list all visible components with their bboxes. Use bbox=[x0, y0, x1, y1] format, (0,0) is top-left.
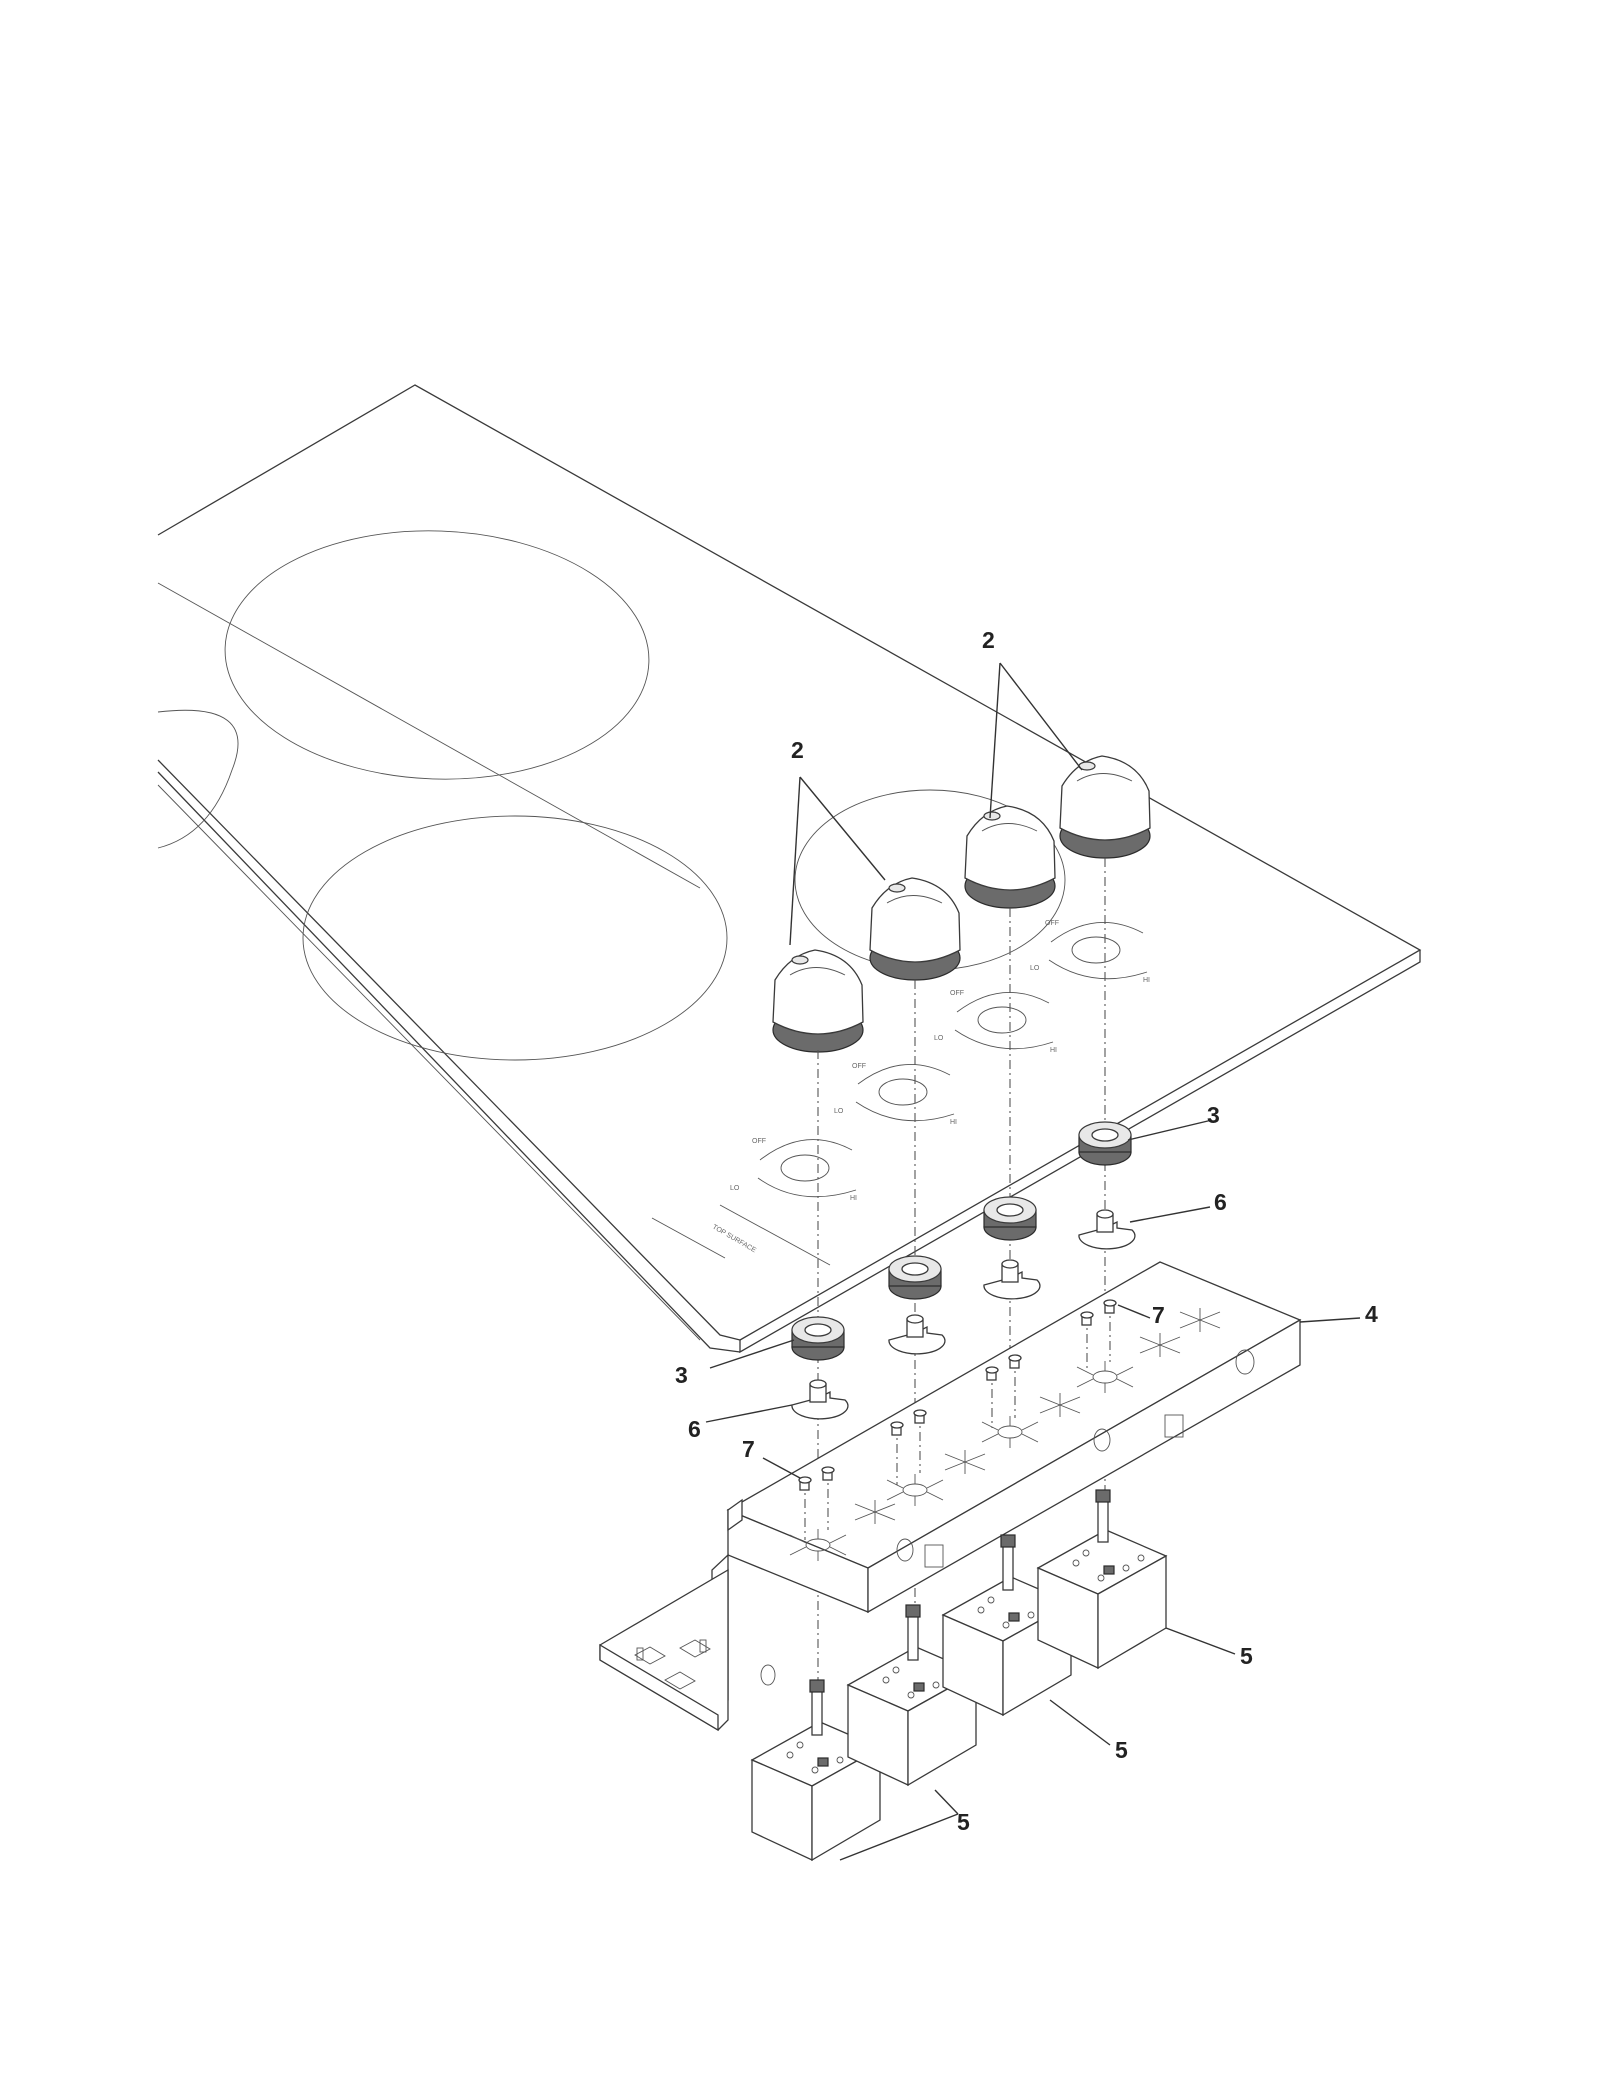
svg-text:OFF: OFF bbox=[752, 1138, 766, 1145]
callout-knob-left: 2 bbox=[791, 737, 804, 763]
knob-4 bbox=[1059, 755, 1151, 859]
svg-text:TOP SURFACE: TOP SURFACE bbox=[711, 1224, 757, 1255]
callout-stop-ring-left: 6 bbox=[688, 1416, 701, 1442]
svg-text:OFF: OFF bbox=[950, 990, 964, 997]
burner-ring-left-front bbox=[302, 815, 728, 1061]
control-knobs bbox=[772, 755, 1151, 1053]
bracket-hole-4 bbox=[1235, 1349, 1255, 1375]
knob-1 bbox=[772, 949, 864, 1053]
infinite-switches bbox=[750, 1489, 1168, 1862]
burner-ring-partial bbox=[157, 709, 239, 849]
callout-switch-right: 5 bbox=[1240, 1643, 1253, 1669]
knob-3 bbox=[964, 805, 1056, 909]
stop-ring-2 bbox=[888, 1314, 946, 1355]
leader-lines bbox=[705, 662, 1361, 1861]
mounting-bracket bbox=[599, 1261, 1302, 1732]
callout-labels: 2 2 3 3 6 6 4 7 7 5 5 5 bbox=[675, 627, 1378, 1835]
callout-bracket: 4 bbox=[1365, 1301, 1378, 1327]
stop-ring-3 bbox=[983, 1259, 1041, 1300]
bracket-window-2 bbox=[1164, 1414, 1184, 1438]
bezel-1 bbox=[791, 1316, 845, 1361]
bezel-2 bbox=[888, 1255, 942, 1300]
stop-rings bbox=[791, 1209, 1136, 1420]
svg-text:HI: HI bbox=[1143, 977, 1150, 984]
dial-print-4: OFF LO HI bbox=[1030, 920, 1150, 984]
screw-pair-4 bbox=[1080, 1299, 1117, 1372]
svg-text:LO: LO bbox=[730, 1185, 740, 1192]
stop-ring-4 bbox=[1078, 1209, 1136, 1250]
bracket-slots bbox=[634, 1639, 711, 1690]
bracket-window-1 bbox=[924, 1544, 944, 1568]
switch-4 bbox=[1036, 1489, 1168, 1670]
svg-text:OFF: OFF bbox=[1045, 920, 1059, 927]
callout-switch-middle: 5 bbox=[1115, 1737, 1128, 1763]
svg-text:OFF: OFF bbox=[852, 1063, 866, 1070]
bracket-hole-2 bbox=[896, 1538, 914, 1562]
callout-switch-left: 5 bbox=[957, 1809, 970, 1835]
dial-print-3: OFF LO HI bbox=[934, 990, 1057, 1054]
svg-text:HI: HI bbox=[1050, 1047, 1057, 1054]
svg-text:HI: HI bbox=[950, 1119, 957, 1126]
bracket-hole-1 bbox=[760, 1664, 776, 1686]
screw-pair-3 bbox=[985, 1354, 1022, 1428]
burner-ring-left-rear bbox=[224, 530, 650, 780]
callout-knob-right: 2 bbox=[982, 627, 995, 653]
callout-bezel-right: 3 bbox=[1207, 1102, 1220, 1128]
callout-screw-right: 7 bbox=[1152, 1302, 1165, 1328]
stop-ring-1 bbox=[791, 1379, 849, 1420]
bezels bbox=[791, 1121, 1132, 1361]
bezel-3 bbox=[983, 1196, 1037, 1241]
screws bbox=[798, 1299, 1117, 1540]
screw-pair-1 bbox=[798, 1466, 835, 1540]
screw-pair-2 bbox=[890, 1409, 927, 1485]
dial-print-1: OFF LO HI TOP SURFACE bbox=[711, 1138, 857, 1254]
callout-stop-ring-right: 6 bbox=[1214, 1189, 1227, 1215]
svg-text:LO: LO bbox=[934, 1035, 944, 1042]
bezel-4 bbox=[1078, 1121, 1132, 1166]
svg-text:LO: LO bbox=[1030, 965, 1040, 972]
callout-bezel-left: 3 bbox=[675, 1362, 688, 1388]
burner-rings bbox=[157, 530, 1066, 1061]
svg-text:LO: LO bbox=[834, 1108, 844, 1115]
bracket-cutouts bbox=[789, 1308, 1221, 1561]
dial-print-2: OFF LO HI bbox=[834, 1063, 957, 1126]
bracket-hole-3 bbox=[1093, 1428, 1111, 1452]
knob-2 bbox=[869, 877, 961, 981]
svg-text:HI: HI bbox=[850, 1195, 857, 1202]
glass-cooktop bbox=[157, 384, 1422, 1354]
callout-screw-left: 7 bbox=[742, 1436, 755, 1462]
